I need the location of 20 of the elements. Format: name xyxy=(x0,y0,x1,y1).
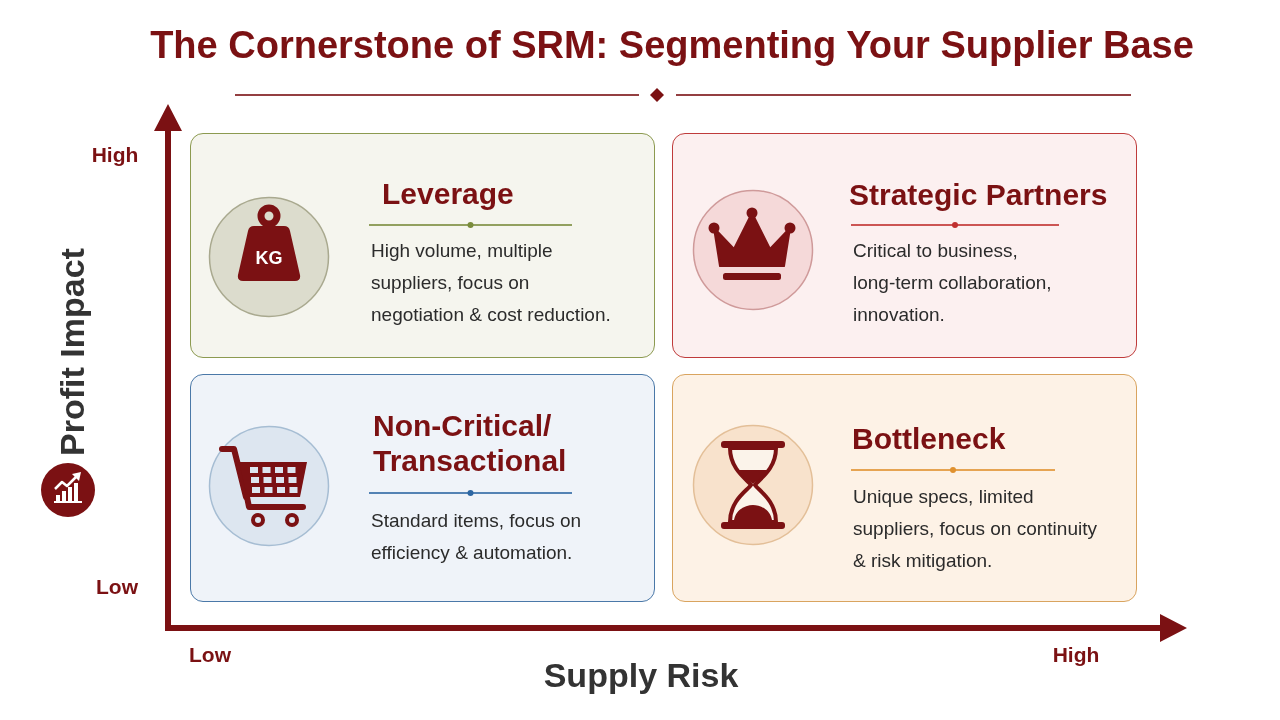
quadrant-card xyxy=(672,133,1137,358)
axis-tick-label: High xyxy=(91,142,139,168)
quadrant-description: Standard items, focus on efficiency & automation. xyxy=(371,509,583,565)
unit-label: KG xyxy=(255,248,283,268)
quadrant-title: Strategic Partners xyxy=(849,177,1108,212)
quadrant-card xyxy=(672,374,1137,602)
quadrant-title: Leverage xyxy=(382,176,514,211)
diagram-title: The Cornerstone of SRM: Segmenting Your Supplier Base xyxy=(150,23,1194,68)
quadrant-card xyxy=(190,374,655,602)
axis-tick-label: Low xyxy=(96,574,138,600)
quadrant-description: High volume, multiple suppliers, focus on negotiation & cost reduction. xyxy=(371,239,612,327)
quadrant-description: Unique specs, limited suppliers, focus on continuity & risk mitigation. xyxy=(853,485,1098,573)
axis-tick-label: High xyxy=(1052,642,1100,668)
quadrant-description: Critical to business, long-term collaboration, innovation. xyxy=(853,239,1053,327)
axis-tick-label: Low xyxy=(189,642,231,668)
axis-title: Profit Impact xyxy=(52,248,92,456)
axis-title: Supply Risk xyxy=(543,655,739,695)
quadrant-title: Non-Critical/ Transactional xyxy=(373,408,568,478)
quadrant-card xyxy=(190,133,655,358)
quadrant-title: Bottleneck xyxy=(852,421,1006,456)
